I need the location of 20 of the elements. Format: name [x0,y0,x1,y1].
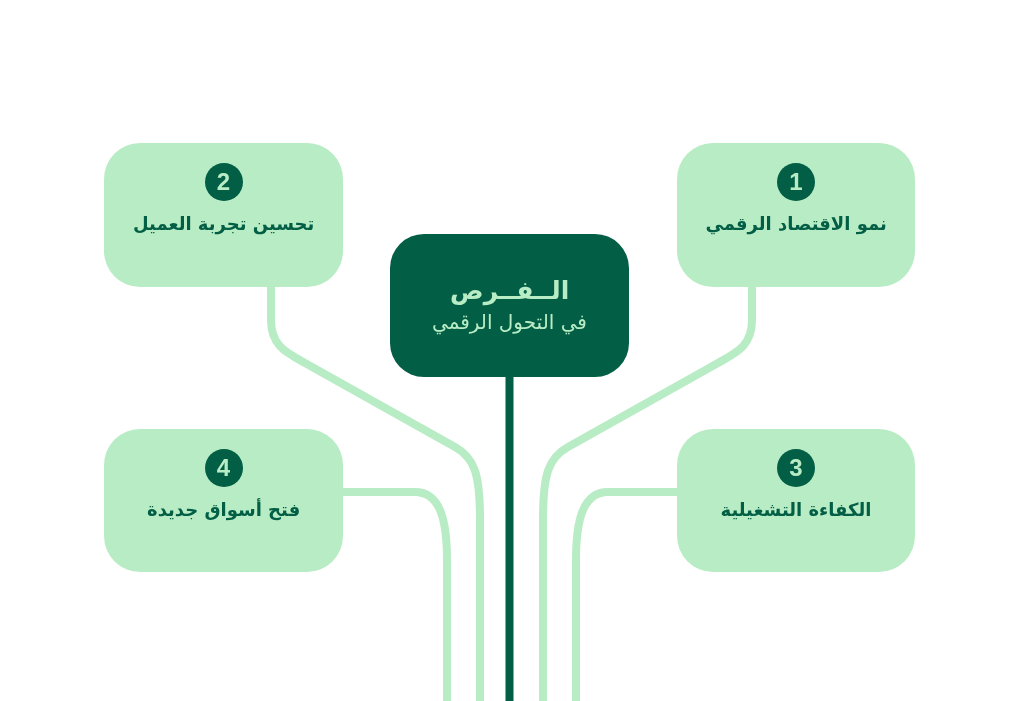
connector-line [572,488,677,701]
topic-title: تحسين تجربة العميل [133,213,315,234]
topic-title: نمو الاقتصاد الرقمي [705,213,887,234]
topic-title: فتح أسواق جديدة [147,499,301,520]
hub-card [390,234,629,377]
topic-card [104,429,343,572]
hub-subtitle: في التحول الرقمي [432,310,587,334]
number-badge: 2 [204,163,243,201]
hub-title: الــفــرص [450,276,570,305]
topic-card [677,143,915,287]
topic-title: الكفاءة التشغيلية [720,499,872,520]
connector-line [505,377,514,701]
number-badge: 1 [777,163,815,201]
connector-line [539,287,756,701]
connector-line [343,488,451,701]
number-badge: 3 [777,449,815,487]
topic-card [677,429,915,572]
topic-card [104,143,343,287]
number-badge: 4 [204,449,243,487]
connector-line [267,287,484,701]
